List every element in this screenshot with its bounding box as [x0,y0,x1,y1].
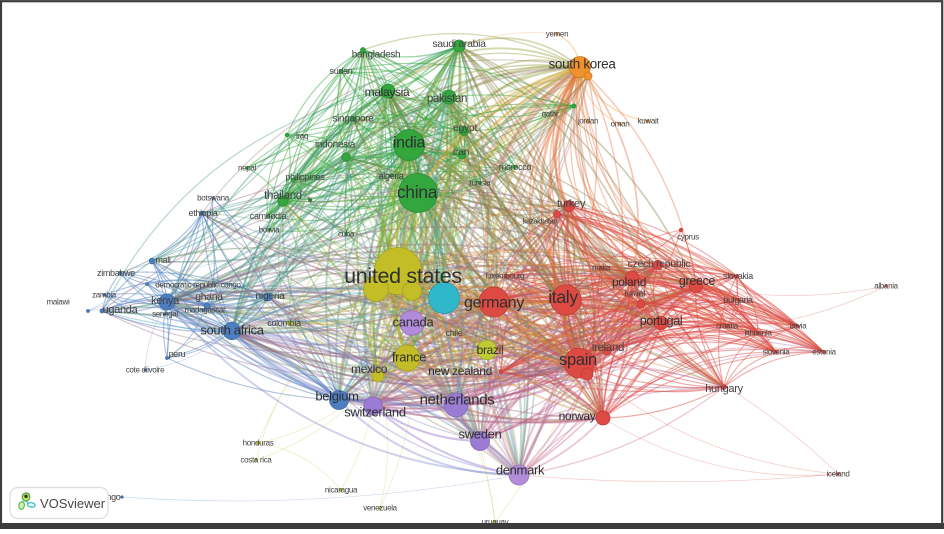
svg-text:cambodia: cambodia [250,211,287,221]
svg-text:brazil: brazil [477,343,504,357]
svg-text:kenya: kenya [151,295,180,307]
svg-text:ghana: ghana [195,291,223,303]
svg-text:sweden: sweden [459,427,502,442]
svg-text:spain: spain [559,351,597,369]
svg-text:venezuela: venezuela [363,504,397,513]
svg-text:colombia: colombia [267,318,301,328]
svg-text:cuba: cuba [338,230,355,239]
svg-text:israel: israel [625,289,646,300]
svg-text:nigeria: nigeria [255,290,285,302]
svg-text:latvia: latvia [790,322,808,331]
svg-text:china: china [397,182,438,202]
svg-text:italy: italy [548,287,578,307]
svg-text:chile: chile [446,328,463,338]
svg-text:malawi: malawi [47,298,71,307]
svg-text:india: india [393,135,426,152]
svg-text:kuwait: kuwait [638,117,660,126]
svg-text:sudan: sudan [330,66,353,76]
svg-text:czech republic: czech republic [628,258,691,270]
svg-text:cyprus: cyprus [677,233,699,242]
svg-text:nicaragua: nicaragua [325,486,358,495]
svg-text:iran: iran [453,146,470,158]
svg-text:mali: mali [155,255,171,265]
svg-text:uganda: uganda [103,304,139,316]
svg-text:zimbabwe: zimbabwe [97,268,135,278]
svg-text:germany: germany [464,295,524,312]
svg-text:democratic republic congo: democratic republic congo [155,281,241,290]
svg-text:philippines: philippines [285,172,325,182]
svg-text:bangladesh: bangladesh [352,50,401,61]
svg-text:switzerland: switzerland [344,405,406,420]
svg-text:hungary: hungary [705,383,743,395]
svg-text:singapore: singapore [332,114,374,125]
svg-text:greece: greece [679,274,716,288]
svg-text:new zealand: new zealand [428,364,492,378]
svg-text:ireland: ireland [592,342,624,354]
svg-text:tunisia: tunisia [470,179,492,188]
svg-text:thailand: thailand [264,190,302,202]
svg-text:croatia: croatia [716,322,739,331]
svg-text:nepal: nepal [238,164,257,173]
svg-text:pakistan: pakistan [427,93,467,105]
svg-text:luxembourg: luxembourg [486,272,525,281]
svg-text:mexico: mexico [351,362,388,376]
svg-text:egypt: egypt [453,122,477,134]
svg-text:bulgaria: bulgaria [723,295,753,305]
svg-text:malaysia: malaysia [365,85,410,99]
svg-text:algeria: algeria [379,171,404,181]
svg-text:south africa: south africa [200,323,264,338]
svg-text:botswana: botswana [197,194,230,203]
svg-text:honduras: honduras [243,439,274,448]
svg-text:belgium: belgium [315,389,358,404]
svg-text:kazakhstan: kazakhstan [523,217,558,226]
svg-text:albania: albania [874,282,898,291]
svg-text:ethiopia: ethiopia [189,208,218,218]
svg-text:iraq: iraq [296,132,308,141]
svg-text:slovakia: slovakia [723,271,753,281]
svg-text:norway: norway [559,409,596,423]
svg-text:oman: oman [611,120,630,129]
svg-text:lithuania: lithuania [745,329,773,338]
svg-text:yemen: yemen [546,30,568,39]
svg-text:costa rica: costa rica [240,456,272,465]
svg-text:slovenia: slovenia [763,348,791,357]
svg-text:turkey: turkey [557,198,586,210]
svg-text:malta: malta [592,264,611,273]
svg-text:estonia: estonia [812,348,836,357]
svg-text:congo: congo [98,492,121,502]
svg-text:senegal: senegal [152,310,178,319]
svg-text:cote diivoire: cote diivoire [126,366,165,375]
svg-text:france: france [392,350,426,365]
svg-text:bolivia: bolivia [259,226,280,235]
svg-text:portugal: portugal [640,314,683,328]
svg-text:zambia: zambia [92,291,117,300]
svg-text:peru: peru [169,349,186,359]
svg-text:uruguay: uruguay [482,518,509,527]
svg-text:VOSviewer: VOSviewer [40,496,106,511]
svg-text:united states: united states [344,264,462,288]
svg-text:saudi arabia: saudi arabia [432,38,486,50]
svg-text:iceland: iceland [826,470,849,479]
svg-text:denmark: denmark [496,463,545,478]
svg-text:south korea: south korea [548,57,616,72]
svg-text:madagascar: madagascar [185,306,226,315]
svg-text:netherlands: netherlands [420,392,495,409]
svg-text:canada: canada [393,315,435,330]
svg-text:indonesia: indonesia [315,140,356,151]
svg-text:fiji: fiji [308,198,312,204]
svg-text:poland: poland [612,275,646,289]
svg-text:morocco: morocco [499,162,532,172]
svg-text:qatar: qatar [542,110,559,119]
svg-text:jordan: jordan [577,117,598,126]
